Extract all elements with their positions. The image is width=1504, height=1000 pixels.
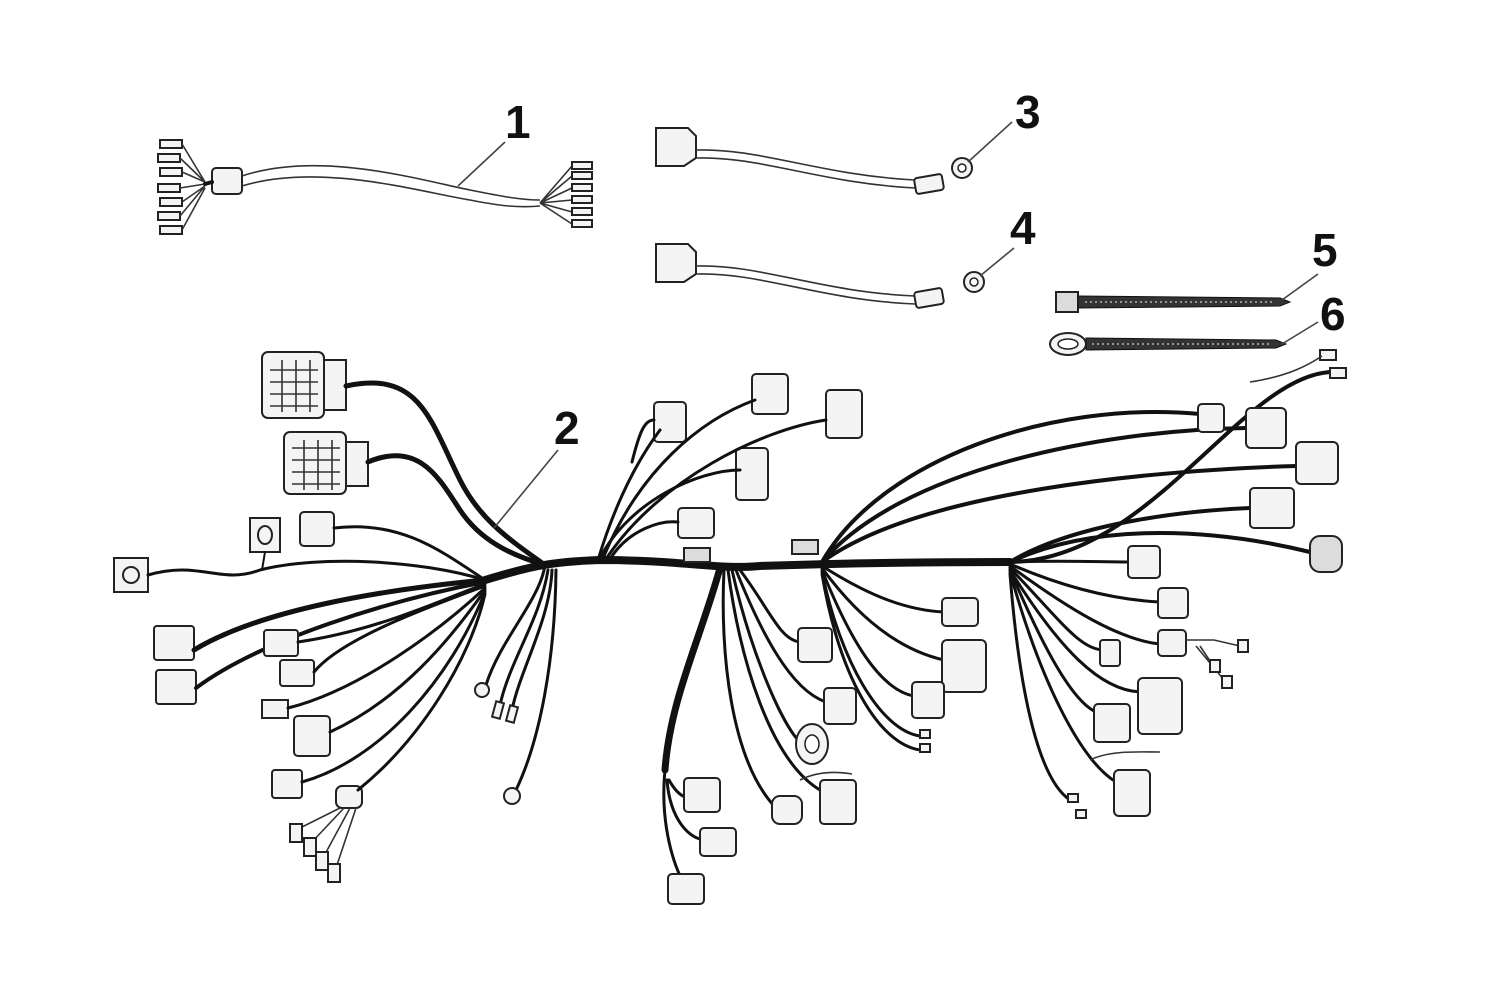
callout-4: 4: [1010, 202, 1036, 254]
callout-5: 5: [1312, 224, 1338, 276]
small-connector-icon: [677, 507, 715, 539]
part-4-battery-cable[interactable]: [655, 243, 985, 309]
splice-tag-icon: [683, 547, 711, 563]
multi-pin-connector-icon: [293, 715, 331, 757]
multi-pin-connector-icon: [825, 389, 863, 439]
small-connector-icon: [683, 777, 721, 813]
small-connector-icon: [261, 699, 289, 719]
splice-tag-icon: [791, 539, 819, 555]
ring-terminal-icon: [474, 682, 490, 698]
small-connector-icon: [279, 659, 315, 687]
spade-terminal-icon: [303, 837, 317, 857]
callout-6: 6: [1320, 288, 1346, 340]
callout-2: 2: [554, 402, 580, 454]
multi-pin-connector-icon: [735, 447, 769, 501]
small-connector-icon: [911, 681, 945, 719]
multi-pin-connector-icon: [1093, 703, 1131, 743]
inline-fuse-holder-icon: [335, 785, 363, 809]
small-connector-icon: [299, 511, 335, 547]
spade-terminal-icon: [327, 863, 341, 883]
spade-terminal-icon: [315, 851, 329, 871]
boot-terminal-icon: [655, 127, 697, 167]
spade-terminal-icon: [1067, 793, 1079, 803]
multi-pin-connector-icon: [819, 779, 857, 825]
small-connector-icon: [653, 401, 687, 443]
small-connector-icon: [751, 373, 789, 415]
relay-connector-icon: [155, 669, 197, 705]
spade-terminal-icon: [1329, 367, 1347, 379]
cable-tie-head-icon: [1055, 291, 1079, 313]
small-connector-icon: [797, 627, 833, 663]
relay-connector-icon: [153, 625, 195, 661]
callout-1: 1: [505, 96, 531, 148]
spade-terminal-icon: [289, 823, 303, 843]
spade-terminal-icon: [1075, 809, 1087, 819]
small-connector-icon: [941, 597, 979, 627]
round-sensor-connector-icon: [1309, 535, 1343, 573]
spade-terminal-icon: [919, 729, 931, 739]
multi-pin-connector-icon: [941, 639, 987, 693]
spade-terminal-icon: [1319, 349, 1337, 361]
sensor-connector-icon: [1245, 407, 1287, 449]
small-connector-icon: [1099, 639, 1121, 667]
part-6-cable-tie-mount[interactable]: [1049, 332, 1288, 356]
boot-terminal-icon: [655, 243, 697, 283]
adapter-right-pins-icon: [539, 161, 593, 228]
large-multi-pin-connector-icon: [283, 431, 369, 495]
small-connector-icon: [263, 629, 299, 657]
small-connector-icon: [1157, 587, 1189, 619]
multi-pin-connector-icon: [1137, 677, 1183, 735]
callout-3: 3: [1015, 86, 1041, 138]
small-connector-icon: [823, 687, 857, 725]
small-connector-icon: [1197, 403, 1225, 433]
round-sensor-connector-icon: [771, 795, 803, 825]
ring-terminal-icon: [503, 787, 521, 805]
inline-fuse-holder-icon: [1157, 629, 1187, 657]
part-5-cable-tie[interactable]: [1055, 291, 1292, 313]
large-multi-pin-connector-icon: [261, 351, 347, 419]
multi-pin-connector-icon: [1113, 769, 1151, 817]
sensor-connector-icon: [1295, 441, 1339, 485]
part-2-main-harness[interactable]: [113, 349, 1347, 905]
small-connector-icon: [1127, 545, 1161, 579]
adapter-sleeve-icon: [211, 167, 243, 195]
upper-right-thin-branch: [1008, 370, 1332, 564]
adapter-left-terminals-icon: [157, 139, 206, 235]
small-connector-icon: [667, 873, 705, 905]
multi-pin-connector-icon: [1249, 487, 1295, 529]
part-3-battery-cable[interactable]: [655, 127, 973, 195]
small-connector-icon: [271, 769, 303, 799]
leader-lines: [457, 121, 1319, 529]
small-connector-icon: [699, 827, 737, 857]
part-1-adapter-cable[interactable]: [157, 139, 593, 235]
spade-terminal-icon: [919, 743, 931, 753]
